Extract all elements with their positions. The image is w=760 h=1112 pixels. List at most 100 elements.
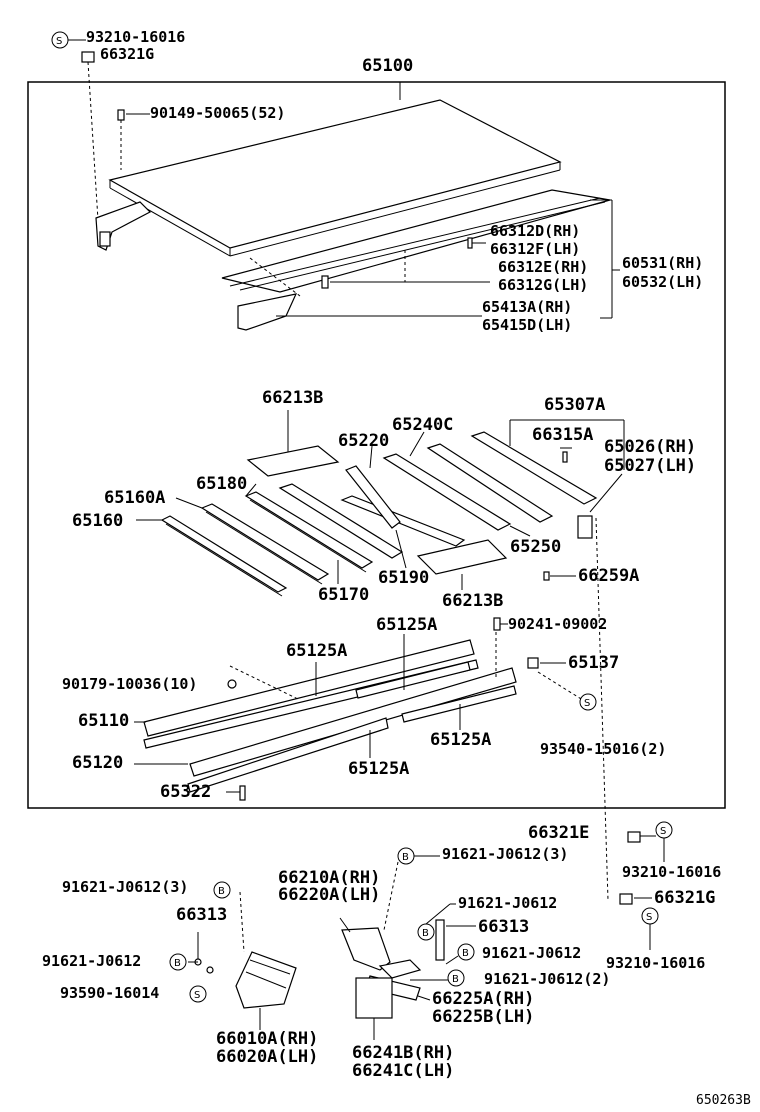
label-93540: 93540-15016(2) (540, 740, 666, 758)
s-symbol-93590: S (189, 985, 207, 1003)
label-66241c: 66241C(LH) (352, 1061, 454, 1081)
label-65170: 65170 (318, 585, 369, 605)
label-66225a: 66225A(RH) (432, 989, 534, 1009)
label-66321g-a: 66321G (100, 45, 154, 63)
svg-text:B: B (402, 852, 409, 863)
floor-rail-65250 (426, 443, 554, 523)
label-66213b-b: 66213B (442, 591, 503, 611)
label-90241: 90241-09002 (508, 615, 607, 633)
label-65413a: 65413A(RH) (482, 298, 572, 316)
svg-text:B: B (174, 958, 181, 969)
label-65250: 65250 (510, 537, 561, 557)
svg-text:S: S (194, 990, 200, 1001)
label-66210a: 66210A(RH) (278, 868, 380, 888)
label-66220a: 66220A(LH) (278, 885, 380, 905)
label-65137: 65137 (568, 653, 619, 673)
label-65125a-c: 65125A (430, 730, 491, 750)
label-90179: 90179-10036(10) (62, 675, 197, 693)
stay-66313 (435, 919, 445, 961)
b-symbol-91621-d: B (457, 943, 475, 961)
label-91621-3a: 91621-J0612(3) (442, 845, 568, 863)
label-66313-a: 66313 (176, 905, 227, 925)
svg-text:S: S (56, 36, 62, 47)
bracket-66210a (341, 927, 391, 971)
clip-66321g-bottom (619, 893, 633, 905)
label-90149: 90149-50065(52) (150, 104, 285, 122)
clip-66321e (627, 831, 641, 843)
svg-text:S: S (584, 698, 590, 709)
mat-66213b-top (246, 445, 340, 477)
label-66213b-a: 66213B (262, 388, 323, 408)
label-65322: 65322 (160, 782, 211, 802)
label-65160: 65160 (72, 511, 123, 531)
floor-rail-65160 (160, 515, 288, 597)
svg-text:S: S (646, 912, 652, 923)
b-symbol-91621-e: B (169, 953, 187, 971)
floor-rail-65220 (345, 465, 401, 529)
svg-text:B: B (218, 886, 225, 897)
end-bracket-65413a (237, 293, 298, 331)
assembly-frame (27, 81, 726, 809)
s-symbol-93210-c: S (641, 907, 659, 925)
label-91621-3b: 91621-J0612(3) (62, 878, 188, 896)
s-symbol-93540: S (579, 693, 597, 711)
label-66312e: 66312E(RH) (498, 258, 588, 276)
label-66321g-b: 66321G (654, 888, 715, 908)
svg-text:B: B (422, 928, 429, 939)
label-65220: 65220 (338, 431, 389, 451)
label-65110: 65110 (78, 711, 129, 731)
label-66312f: 66312F(LH) (490, 240, 580, 258)
pad-66241b (355, 977, 393, 1019)
label-65125a-d: 65125A (348, 759, 409, 779)
label-66259a: 66259A (578, 566, 639, 586)
label-66313-b: 66313 (478, 917, 529, 937)
floor-rail-65307a (470, 431, 598, 505)
label-66321e: 66321E (528, 823, 589, 843)
label-65415d: 65415D(LH) (482, 316, 572, 334)
label-65125a-a: 65125A (376, 615, 437, 635)
bolt-90149 (117, 109, 125, 121)
label-66312g: 66312G(LH) (498, 276, 588, 294)
floor-rail-65240c (382, 453, 512, 531)
label-65026: 65026(RH) (604, 437, 696, 457)
label-65240c: 65240C (392, 415, 453, 435)
label-65307a: 65307A (544, 395, 605, 415)
svg-text:B: B (462, 948, 469, 959)
label-65125a-b: 65125A (286, 641, 347, 661)
label-93590: 93590-16014 (60, 984, 159, 1002)
label-66241b: 66241B(RH) (352, 1043, 454, 1063)
label-65100: 65100 (362, 56, 413, 76)
label-65180: 65180 (196, 474, 247, 494)
label-65190: 65190 (378, 568, 429, 588)
diagram-reference-code: 650263B (696, 1093, 751, 1108)
label-91621-c: 91621-J0612 (458, 894, 557, 912)
label-93210-16016-a: 93210-16016 (86, 28, 185, 46)
label-66225b: 66225B(LH) (432, 1007, 534, 1027)
label-91621-2: 91621-J0612(2) (484, 970, 610, 988)
label-91621-d: 91621-J0612 (482, 944, 581, 962)
label-65160a: 65160A (104, 488, 165, 508)
corner-bracket-65026 (577, 515, 593, 539)
label-91621-e: 91621-J0612 (42, 952, 141, 970)
label-93210-16016-c: 93210-16016 (606, 954, 705, 972)
label-66312d: 66312D(RH) (490, 222, 580, 240)
svg-text:B: B (452, 974, 459, 985)
floor-rail-65160a (200, 503, 330, 585)
clip-66321g-top (81, 51, 95, 63)
floor-rail-65170 (244, 491, 374, 573)
label-65120: 65120 (72, 753, 123, 773)
label-66315a: 66315A (532, 425, 593, 445)
svg-text:S: S (660, 826, 666, 837)
s-symbol-top-left: S (51, 31, 69, 49)
label-93210-16016-b: 93210-16016 (622, 863, 721, 881)
label-66020a: 66020A(LH) (216, 1047, 318, 1067)
floor-rail-65190 (340, 495, 466, 547)
label-66010a: 66010A(RH) (216, 1029, 318, 1049)
label-60531: 60531(RH) (622, 254, 703, 272)
mat-66213b-bottom (416, 539, 508, 575)
label-60532: 60532(LH) (622, 273, 703, 291)
b-symbol-91621-2: B (447, 969, 465, 987)
s-symbol-93210-b: S (655, 821, 673, 839)
cross-member-65120 (187, 667, 517, 793)
